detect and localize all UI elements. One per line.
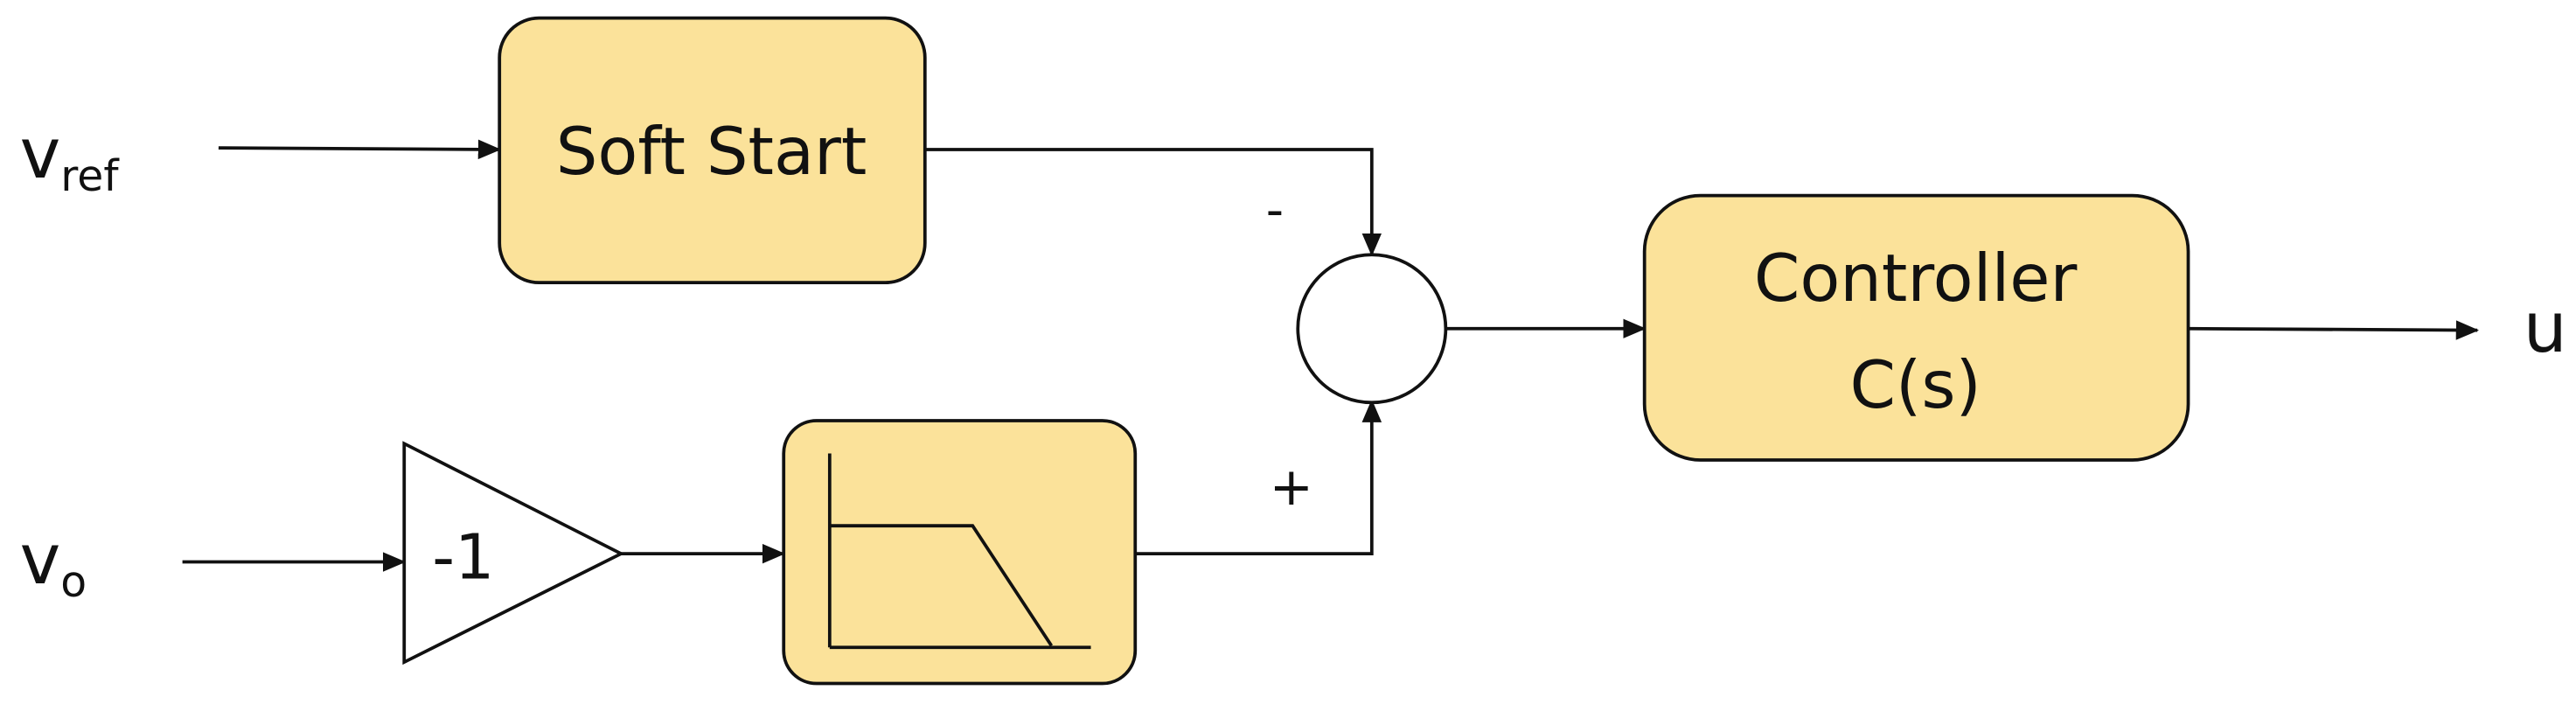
vref-label: vref [20, 114, 121, 201]
vo-label: vo [20, 519, 87, 607]
gain-block [402, 441, 625, 666]
controller-block [1642, 193, 2190, 462]
low-pass-filter-icon [827, 453, 1091, 650]
plus-sign: + [1270, 457, 1313, 518]
controller-label: Controller [1754, 240, 2078, 317]
controller-transfer-label: C(s) [1850, 346, 1981, 423]
soft-start-label: Soft Start [556, 113, 867, 190]
filter-to-sum-arrow [1135, 399, 1382, 556]
minus-sign: - [1266, 182, 1284, 239]
gain-label: -1 [432, 520, 494, 593]
output-label: u [2524, 288, 2567, 368]
soft-start-to-sum-arrow [924, 148, 1382, 257]
output-arrow [2188, 320, 2480, 340]
summing-junction [1296, 253, 1448, 405]
low-pass-filter-block [782, 419, 1138, 686]
vref-arrow [218, 139, 502, 160]
